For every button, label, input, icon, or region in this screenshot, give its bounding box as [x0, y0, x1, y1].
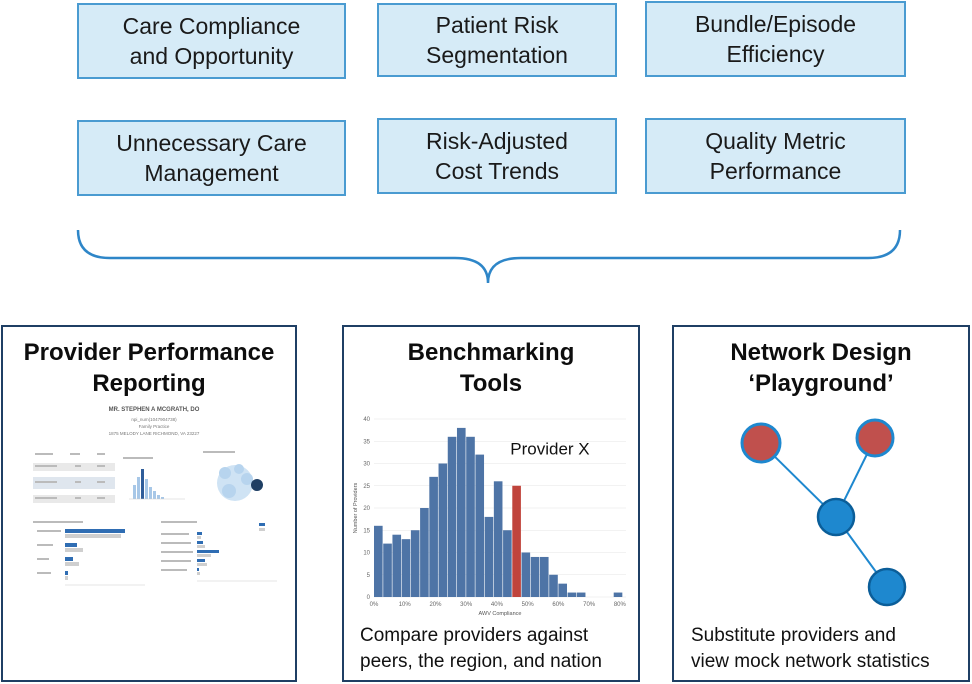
network-caption: Substitute providers and view mock netwo… [691, 625, 930, 672]
histogram-bar [438, 463, 448, 597]
y-tick-label: 25 [363, 484, 370, 490]
topbox-patient-risk: Patient Risk Segmentation [377, 3, 617, 77]
panel-title-benchmarking: Benchmarking Tools [407, 339, 575, 397]
topbox-unnecessary-care: Unnecessary Care Management [77, 120, 346, 196]
histogram-bar [429, 476, 438, 597]
topbox-cost-trends: Risk-Adjusted Cost Trends [377, 118, 617, 194]
report-specialty: Family Practice [138, 424, 170, 429]
y-tick-label: 10 [363, 551, 370, 557]
report-thumbnail: MR. STEPHEN A MCGRATH, DO npi_num(104790… [25, 405, 283, 605]
histogram-bar [493, 481, 503, 597]
histogram-bar [475, 454, 485, 597]
y-tick-label: 20 [363, 506, 370, 512]
x-tick-label: 70% [583, 602, 596, 608]
histogram-bar [567, 592, 577, 597]
y-tick-label: 35 [363, 439, 370, 445]
report-provider-name: MR. STEPHEN A MCGRATH, DO [108, 407, 200, 413]
topbox-quality-metric: Quality Metric Performance [645, 118, 906, 194]
histogram-bar [503, 530, 512, 597]
y-axis-label: Number of Providers [353, 483, 359, 534]
histogram-bar [539, 556, 549, 597]
x-tick-label: 40% [491, 602, 504, 608]
x-tick-label: 30% [460, 602, 473, 608]
report-address: 1875 MELODY LANE RICHMOND, VA 23227 [108, 431, 200, 436]
y-tick-label: 40 [363, 417, 370, 423]
topbox-care-compliance: Care Compliance and Opportunity [77, 3, 346, 79]
network-node-red-1[interactable] [740, 422, 782, 464]
x-tick-label: 50% [522, 602, 535, 608]
histogram-bar [456, 427, 466, 597]
histogram-bar [549, 574, 558, 597]
histogram-bar [576, 592, 586, 597]
histogram-bar [521, 552, 531, 597]
histogram-bar [484, 516, 494, 597]
x-tick-label: 20% [429, 602, 442, 608]
benchmark-caption: Compare providers against peers, the reg… [360, 625, 602, 672]
panel-benchmarking: Benchmarking Tools 0 5 10 15 20 25 30 35 40 0% 10%… [342, 325, 640, 682]
x-tick-label: 10% [399, 602, 412, 608]
histogram-bar [558, 583, 568, 597]
provider-x-annotation: Provider X [510, 440, 589, 459]
curly-brace [76, 229, 902, 284]
histogram-bar [613, 592, 623, 597]
panel-title-provider-reporting: Provider Performance Reporting [23, 339, 275, 397]
y-tick-label: 5 [367, 573, 371, 579]
histogram-bar [466, 436, 475, 597]
histogram-bar [447, 436, 457, 597]
histogram-bar [410, 530, 420, 597]
highlight-bar [512, 485, 521, 597]
histogram-bar [374, 525, 383, 597]
panel-provider-reporting: Provider Performance Reporting MR. STEPH… [1, 325, 297, 682]
panel-title-network-design: Network Design ‘Playground’ [730, 339, 912, 397]
network-node-blue-1[interactable] [816, 497, 856, 537]
benchmark-histogram: 0 5 10 15 20 25 30 35 40 0% 10% 20% 30% 40% 50% 60% 70% 8… [353, 417, 627, 617]
y-tick-label: 30 [363, 462, 370, 468]
x-axis-label: AWV Compliance [479, 611, 522, 617]
report-npi: npi_num(1047904738) [131, 417, 177, 422]
report-thumbnail-graphics [33, 451, 277, 586]
x-tick-label: 60% [552, 602, 565, 608]
network-node-red-2[interactable] [855, 418, 895, 458]
network-node-blue-2[interactable] [867, 567, 907, 607]
histogram-bar [392, 534, 402, 597]
topbox-bundle-episode: Bundle/Episode Efficiency [645, 1, 906, 77]
histogram-bar [383, 543, 392, 597]
network-graph [740, 418, 907, 607]
x-tick-label: 80% [614, 602, 627, 608]
histogram-bar [401, 539, 411, 597]
y-tick-label: 0 [367, 595, 371, 601]
y-tick-label: 15 [363, 528, 370, 534]
histogram-bar [420, 508, 429, 597]
histogram-bar [530, 556, 540, 597]
x-tick-label: 0% [370, 602, 379, 608]
panel-network-design: Network Design ‘Playground’ Substitute p… [672, 325, 970, 682]
